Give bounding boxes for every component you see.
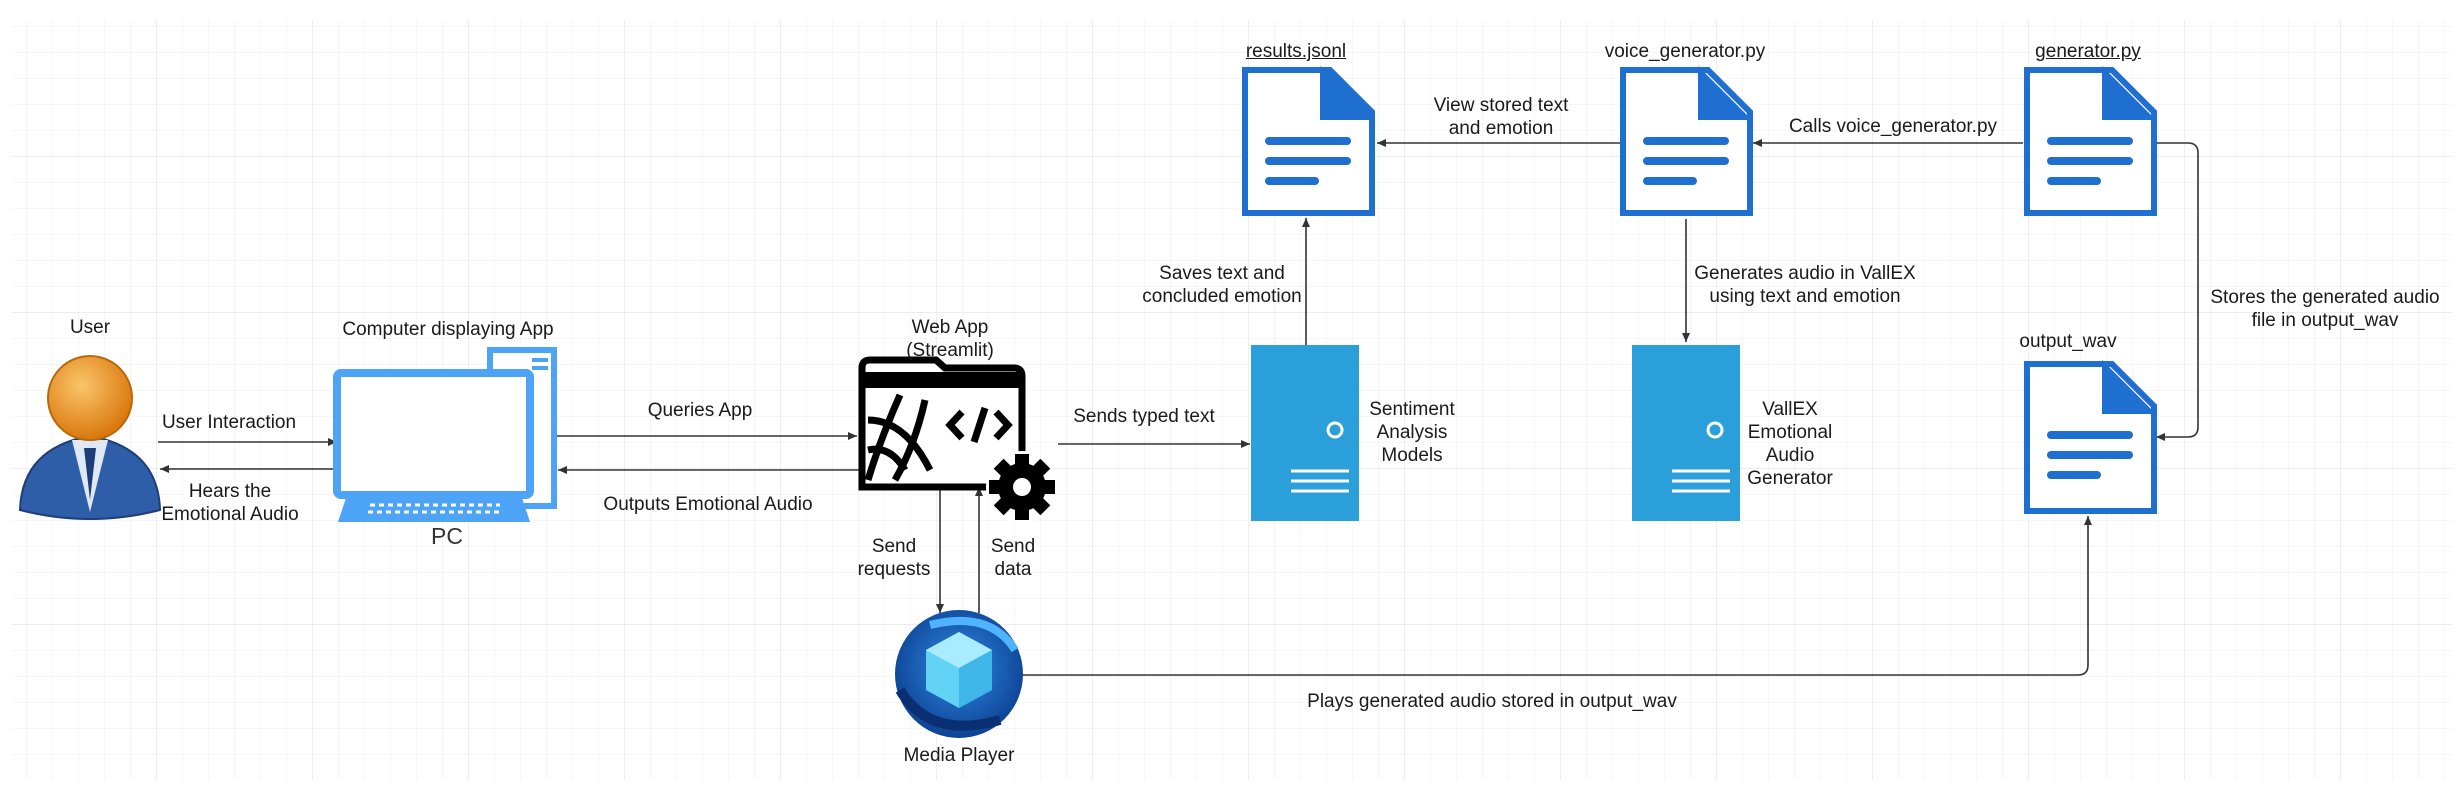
- edge-label-send-data-line2: data: [994, 559, 1032, 580]
- generator-file-label: generator.py: [2035, 41, 2141, 62]
- user-icon: [18, 355, 162, 520]
- edge-label-view-stored-line1: View stored text: [1433, 95, 1569, 116]
- results-file-label: results.jsonl: [1245, 41, 1347, 62]
- edge-label-hears-line1: Hears the: [188, 481, 272, 502]
- edge-label-generates-line2: using text and emotion: [1709, 286, 1901, 307]
- media-player-label: Media Player: [903, 745, 1015, 766]
- vallex-server-icon: [1632, 345, 1740, 521]
- edge-label-saves-line1: Saves text and: [1159, 263, 1285, 284]
- output-wav-file-icon: [2024, 360, 2157, 514]
- computer-label: Computer displaying App: [342, 319, 554, 340]
- edge-label-stores-line1: Stores the generated audio: [2210, 287, 2440, 308]
- edge-label-user-interaction: User Interaction: [161, 412, 297, 433]
- results-file-icon: [1242, 66, 1375, 216]
- web-app-label-line1: Web App: [911, 317, 989, 338]
- vallex-label-line4: Generator: [1747, 468, 1833, 489]
- pc-icon: [333, 347, 557, 522]
- vallex-label-line3: Audio: [1765, 445, 1815, 466]
- media-player-icon: [895, 610, 1023, 738]
- edge-label-stores-line2: file in output_wav: [2251, 310, 2399, 331]
- voice-generator-file-icon: [1620, 66, 1753, 216]
- edge-label-hears-line2: Emotional Audio: [161, 504, 299, 525]
- edge-label-outputs-audio: Outputs Emotional Audio: [603, 494, 813, 515]
- user-label: User: [69, 317, 111, 338]
- pc-label: PC: [431, 523, 463, 549]
- sentiment-label-line1: Sentiment: [1369, 399, 1455, 420]
- edge-label-plays-audio: Plays generated audio stored in output_w…: [1307, 691, 1677, 712]
- generator-file-icon: [2024, 66, 2157, 216]
- edge-stores-output: [2156, 142, 2199, 441]
- vallex-label-line1: VallEX: [1762, 399, 1818, 420]
- edge-label-saves-line2: concluded emotion: [1142, 286, 1302, 307]
- edge-label-generates-line1: Generates audio in VallEX: [1694, 263, 1916, 284]
- output-wav-label: output_wav: [2019, 331, 2117, 352]
- voice-generator-file-label: voice_generator.py: [1604, 41, 1766, 62]
- edge-label-send-data-line1: Send: [990, 536, 1036, 557]
- vallex-label-line2: Emotional: [1747, 422, 1833, 443]
- web-app-icon: [858, 356, 1058, 523]
- web-app-label-line2: (Streamlit): [906, 340, 994, 361]
- sentiment-label-line3: Models: [1381, 445, 1443, 466]
- edge-plays-audio: [1022, 516, 2092, 676]
- edge-label-send-requests-line1: Send: [871, 536, 917, 557]
- sentiment-label-line2: Analysis: [1376, 422, 1448, 443]
- edge-label-queries-app: Queries App: [647, 400, 753, 421]
- sentiment-server-icon: [1251, 345, 1359, 521]
- edge-label-view-stored-line2: and emotion: [1448, 118, 1554, 139]
- edge-label-sends-typed-text: Sends typed text: [1073, 406, 1215, 427]
- edge-label-send-requests-line2: requests: [857, 559, 931, 580]
- edges: [158, 139, 2199, 676]
- edge-label-calls-voice-gen: Calls voice_generator.py: [1788, 116, 1998, 137]
